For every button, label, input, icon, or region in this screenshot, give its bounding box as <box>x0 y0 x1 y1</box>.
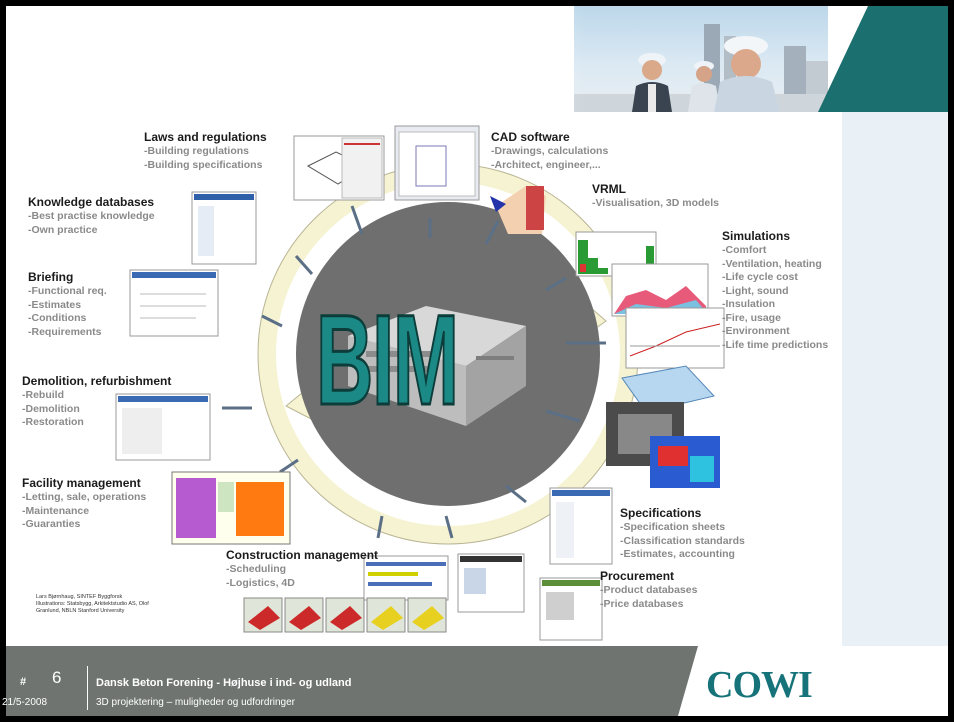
construction-4d-thumbs <box>243 597 447 633</box>
group-briefing: Briefing -Functional req. -Estimates -Co… <box>28 270 107 339</box>
group-briefing-item: -Requirements <box>28 325 102 338</box>
group-simulations-item: -Ventilation, heating <box>722 257 822 270</box>
group-simulations: Simulations -Comfort -Ventilation, heati… <box>722 229 828 352</box>
image-credit-line: Granlund, NBLN Stanford University <box>36 608 125 614</box>
building-model <box>348 306 526 426</box>
group-simulations-item: -Insulation <box>722 298 776 310</box>
footer-separator <box>87 666 88 710</box>
group-vrml-item: -Visualisation, 3D models <box>592 197 720 209</box>
group-specifications: Specifications -Specification sheets -Cl… <box>620 506 745 562</box>
group-simulations-item: -Light, sound <box>722 284 789 297</box>
group-briefing-item: -Estimates <box>28 298 82 311</box>
group-simulations-item: -Environment <box>722 325 790 337</box>
group-simulations-title: Simulations <box>722 229 791 243</box>
group-knowledge-title: Knowledge databases <box>28 195 155 209</box>
group-procurement-title: Procurement <box>600 569 675 583</box>
header-fade <box>386 6 586 112</box>
group-demolition-title: Demolition, refurbishment <box>22 374 172 388</box>
bim-diagram <box>115 125 725 641</box>
image-credit: Lars Bjørnhaug, SINTEF Byggforsk Illustr… <box>36 594 176 615</box>
group-laws-item: -Building specifications <box>144 158 263 171</box>
group-construction-title: Construction management <box>226 548 379 562</box>
group-laws-title: Laws and regulations <box>144 130 267 144</box>
group-knowledge-item: -Best practise knowledge <box>28 210 155 222</box>
header-photo-illustration <box>574 24 828 112</box>
cowi-logo: COWI <box>706 664 813 706</box>
group-facility-title: Facility management <box>22 476 141 490</box>
group-demolition: Demolition, refurbishment -Rebuild -Demo… <box>22 374 171 430</box>
group-construction-item: -Logistics, 4D <box>226 576 295 589</box>
footer-subtitle: 3D projektering – muligheder og udfordri… <box>96 697 296 708</box>
group-specifications-item: -Classification standards <box>620 534 745 547</box>
group-knowledge-item: -Own practice <box>28 223 98 236</box>
group-facility: Facility management -Letting, sale, oper… <box>22 476 146 532</box>
group-cad-item: -Architect, engineer,... <box>491 158 601 171</box>
connector-arrows <box>222 205 606 539</box>
group-specifications-item: -Specification sheets <box>620 521 726 533</box>
group-facility-item: -Guaranties <box>22 518 81 530</box>
teal-corner-shape <box>818 6 948 112</box>
group-procurement-item: -Price databases <box>600 597 684 610</box>
footer-hash: # <box>20 676 27 688</box>
slide: BIM Laws and regulations -Building regul… <box>2 6 948 716</box>
group-facility-item: -Maintenance <box>22 504 90 517</box>
group-simulations-item: -Life time predictions <box>722 338 829 351</box>
group-simulations-item: -Life cycle cost <box>722 271 798 283</box>
header-photo <box>574 6 828 112</box>
group-briefing-item: -Conditions <box>28 312 87 324</box>
group-procurement-item: -Product databases <box>600 584 698 596</box>
group-specifications-item: -Estimates, accounting <box>620 548 735 560</box>
group-demolition-item: -Restoration <box>22 416 84 428</box>
footer-date: 21/5-2008 <box>2 697 48 708</box>
group-simulations-item: -Fire, usage <box>722 311 781 324</box>
group-briefing-item: -Functional req. <box>28 285 107 297</box>
image-credit-line: Illustrations: Statsbygg, Arkitektstudio… <box>36 601 149 607</box>
group-construction: Construction management -Scheduling -Log… <box>226 548 378 590</box>
group-procurement: Procurement -Product databases -Price da… <box>600 569 697 611</box>
group-demolition-item: -Rebuild <box>22 389 64 401</box>
group-cad-item: -Drawings, calculations <box>491 145 609 157</box>
thumbnails <box>115 125 725 641</box>
group-construction-item: -Scheduling <box>226 563 287 575</box>
footer-title: Dansk Beton Forening - Højhuse i ind- og… <box>96 677 352 689</box>
slide-number: 6 <box>52 668 62 687</box>
group-knowledge: Knowledge databases -Best practise knowl… <box>28 195 155 237</box>
group-vrml: VRML -Visualisation, 3D models <box>592 182 719 211</box>
group-vrml-title: VRML <box>592 182 626 196</box>
group-specifications-title: Specifications <box>620 506 702 520</box>
group-laws: Laws and regulations -Building regulatio… <box>144 130 267 172</box>
group-demolition-item: -Demolition <box>22 402 80 415</box>
side-panel <box>842 112 948 652</box>
group-laws-item: -Building regulations <box>144 145 249 157</box>
footer-logo-area <box>678 646 948 716</box>
group-briefing-title: Briefing <box>28 270 74 284</box>
group-cad: CAD software -Drawings, calculations -Ar… <box>491 130 608 172</box>
group-cad-title: CAD software <box>491 130 570 144</box>
group-facility-item: -Letting, sale, operations <box>22 491 147 503</box>
group-simulations-item: -Comfort <box>722 244 767 256</box>
bim-center-label: BIM <box>315 289 460 432</box>
image-credit-line: Lars Bjørnhaug, SINTEF Byggforsk <box>36 594 123 600</box>
